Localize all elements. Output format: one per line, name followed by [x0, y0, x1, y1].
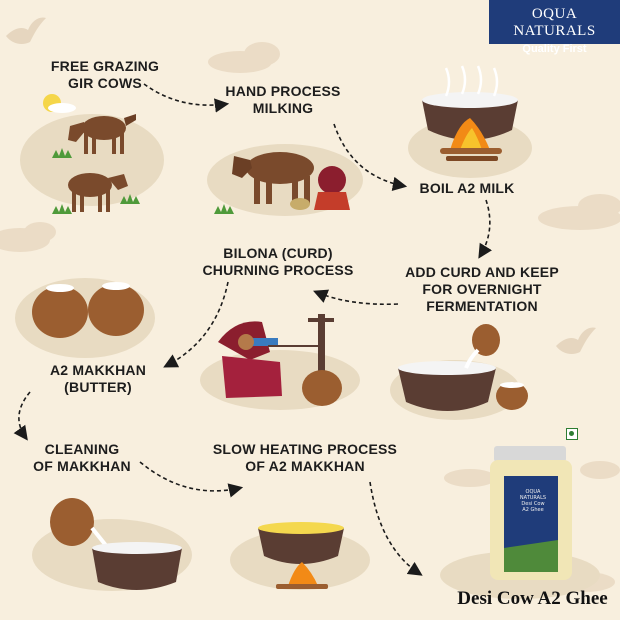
milking-illustration [232, 152, 350, 210]
sun-icon [43, 94, 76, 113]
grass-icon [52, 148, 234, 214]
ghee-jar-illustration [490, 446, 572, 580]
product-title: Desi Cow A2 Ghee [457, 588, 608, 609]
flow-arrows [13, 83, 492, 576]
brand-name: OQUA NATURALS [513, 6, 596, 39]
brand-tagline: Quality First [522, 43, 587, 55]
step-label-makkhan: A2 MAKKHAN(BUTTER) [49, 362, 147, 395]
bird-decoration [6, 17, 596, 354]
churning-illustration [218, 314, 342, 406]
step-label-boil: BOIL A2 MILK [419, 180, 515, 196]
boiling-pot-illustration [422, 65, 518, 161]
butter-pots-illustration [32, 282, 144, 338]
cleaning-pot-illustration [50, 498, 182, 590]
veg-symbol-icon [566, 428, 578, 440]
curd-pot-illustration [398, 324, 528, 411]
step-label-bilona: BILONA (CURD)CHURNING PROCESS [202, 245, 354, 278]
cow-illustration [68, 114, 136, 212]
brand-logo: OQUA NATURALS Quality First [489, 0, 620, 55]
heating-pot-illustration [258, 522, 344, 589]
jar-label: OQUA NATURALS Desi Cow A2 Ghee [519, 489, 547, 513]
